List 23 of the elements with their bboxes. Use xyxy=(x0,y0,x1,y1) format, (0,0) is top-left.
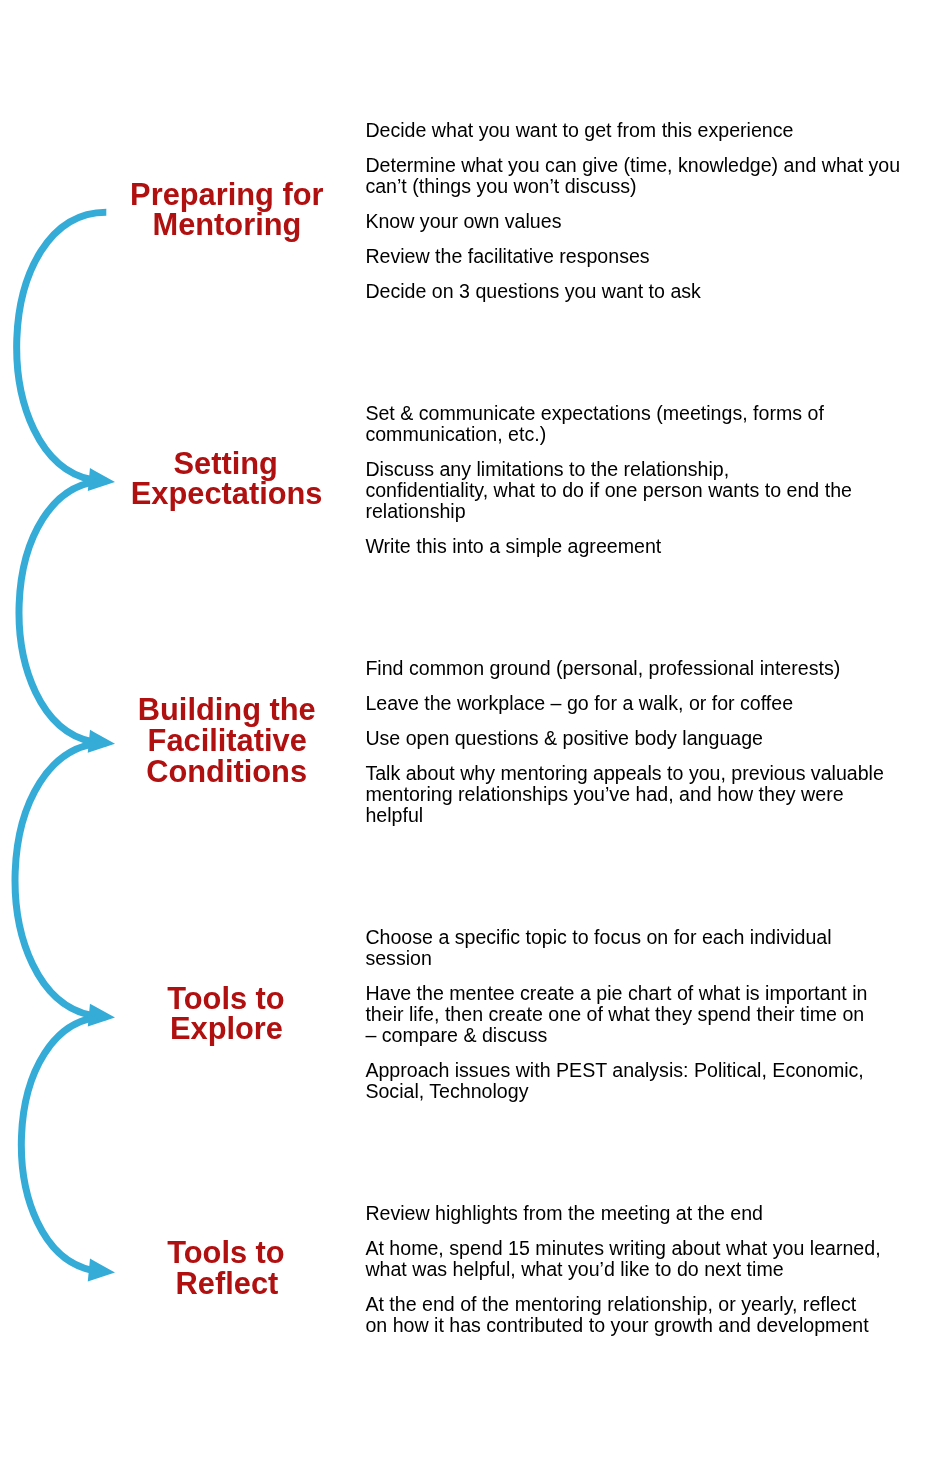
node-label: Write this into a simple agreement xyxy=(364,534,661,557)
node-label: Leave the workplace – go for a walk, or for coffee xyxy=(364,691,793,714)
node-label: Decide what you want to get from this experience xyxy=(364,118,793,141)
node-label: Discuss any limitations to the relationship, confidentiality, what to do if one person wants to end the relationship xyxy=(364,457,852,522)
node-label: Decide on 3 questions you want to ask xyxy=(364,279,701,302)
node-label: Talk about why mentoring appeals to you, previous valuable mentoring relationships you’ve had, and how they were helpful xyxy=(364,761,884,826)
node-label: At home, spend 15 minutes writing about what you learned, what was helpful, what you’d like to do next time xyxy=(364,1237,881,1281)
node-label: Choose a specific topic to focus on for each individual session xyxy=(364,926,832,970)
node-text: Tools to Reflect xyxy=(166,1235,285,1302)
node-label: Have the mentee create a pie chart of what is important in their life, then create one of what they spend their time on – compare & discuss xyxy=(364,982,867,1047)
node-label: Review the facilitative responses xyxy=(364,244,650,267)
node-label: Determine what you can give (time, knowledge) and what you can’t (things you won’t discuss) xyxy=(364,153,900,197)
node-text: Setting Expectations xyxy=(130,445,322,512)
node-label: Review highlights from the meeting at the end xyxy=(364,1202,763,1225)
node-label: Find common ground (personal, professional interests) xyxy=(364,656,840,679)
node-label: Approach issues with PEST analysis: Political, Economic, Social, Technology xyxy=(364,1059,864,1103)
node-label: Know your own values xyxy=(364,209,561,232)
node-text: Building the Facilitative Conditions xyxy=(137,692,316,789)
node-text: Tools to Explore xyxy=(166,980,285,1047)
node-label: At the end of the mentoring relationship, or yearly, reflect on how it has contributed to your growth and development xyxy=(364,1293,869,1337)
node-text: Preparing for Mentoring xyxy=(129,176,323,243)
node-label: Set & communicate expectations (meetings, forms of communication, etc.) xyxy=(364,401,824,445)
node-label: Use open questions & positive body language xyxy=(364,726,763,749)
